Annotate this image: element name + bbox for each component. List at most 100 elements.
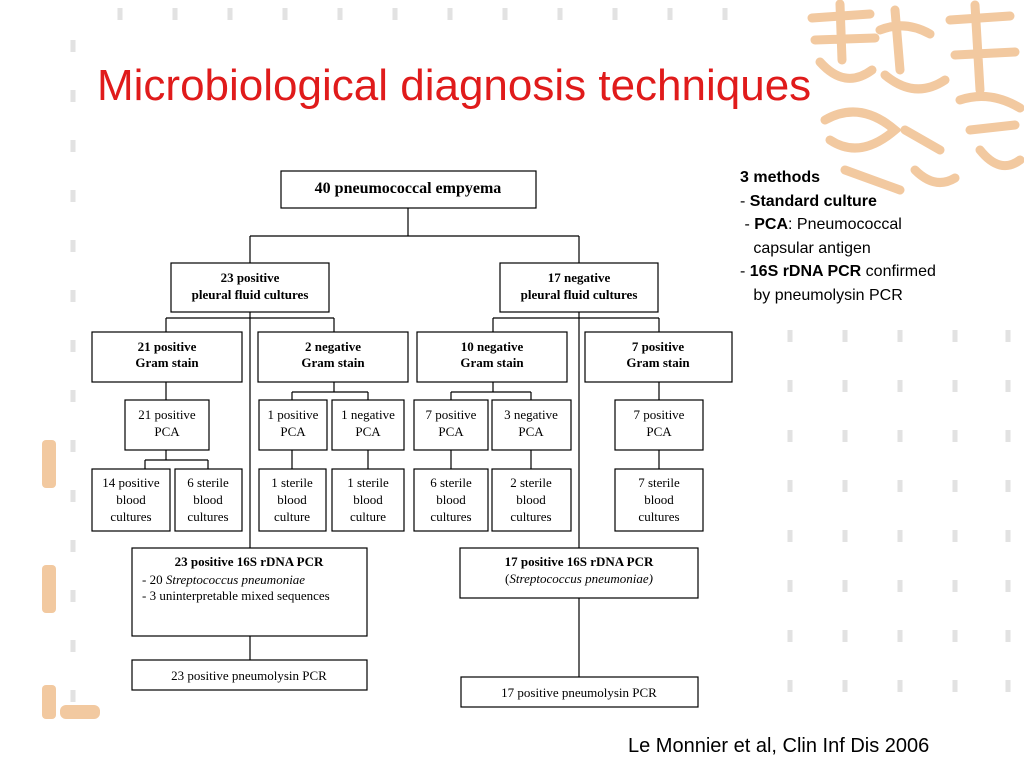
methods-item-prefix: - xyxy=(740,216,755,233)
methods-item-prefix xyxy=(740,240,753,257)
blood-1-sterile-b-line1: 1 sterile xyxy=(347,475,389,490)
seal-decoration-left xyxy=(42,440,100,719)
methods-item-bold: Standard culture xyxy=(749,192,877,210)
blood-6-sterile-a-line3: cultures xyxy=(187,509,228,524)
methods-item-bold: PCA xyxy=(754,216,788,233)
connector-lines xyxy=(144,208,660,677)
blood-6-sterile-b-line3: cultures xyxy=(430,509,471,524)
node-pca-1-positive: 1 positive PCA xyxy=(258,399,328,451)
node-pca-1-negative: 1 negative PCA xyxy=(331,399,405,451)
node-gram-21-positive: 21 positive Gram stain xyxy=(91,331,243,383)
pcr-left-title: 23 positive 16S rDNA PCR xyxy=(175,554,324,569)
blood-1-sterile-a-line3: culture xyxy=(274,509,310,524)
blood-6-sterile-b-line1: 6 sterile xyxy=(430,475,472,490)
blood-7-sterile-line2: blood xyxy=(644,492,674,507)
methods-note: 3 methods - Standard culture - PCA: Pneu… xyxy=(740,166,936,307)
node-pca-7-positive-a: 7 positive PCA xyxy=(413,399,489,451)
slide-title: Microbiological diagnosis techniques xyxy=(97,61,812,110)
pca-7-positive-b-line1: 7 positive xyxy=(634,407,685,422)
pcr-right-line1: (Streptococcus pneumoniae) xyxy=(505,571,653,586)
pneumolysin-right-label: 17 positive pneumolysin PCR xyxy=(501,685,657,700)
gram-2-negative-line1: 2 negative xyxy=(305,339,361,354)
node-gram-10-negative: 10 negative Gram stain xyxy=(416,331,568,383)
blood-7-sterile-line3: cultures xyxy=(638,509,679,524)
methods-item-rest: : Pneumococcal xyxy=(788,216,902,233)
positive-cultures-line2: pleural fluid cultures xyxy=(192,287,309,302)
node-blood-6-sterile-a: 6 sterile blood cultures xyxy=(174,468,243,532)
pca-1-positive-line2: PCA xyxy=(280,424,306,439)
methods-item-prefix xyxy=(740,287,753,304)
blood-2-sterile-line1: 2 sterile xyxy=(510,475,552,490)
blood-14-positive-line3: cultures xyxy=(110,509,151,524)
methods-item-pca: - PCA: Pneumococcal xyxy=(740,213,936,237)
gram-10-negative-line1: 10 negative xyxy=(461,339,524,354)
methods-item-standard-culture: - Standard culture xyxy=(740,190,936,214)
pca-1-positive-line1: 1 positive xyxy=(268,407,319,422)
pneumolysin-left-label: 23 positive pneumolysin PCR xyxy=(171,668,327,683)
blood-1-sterile-a-line2: blood xyxy=(277,492,307,507)
gram-21-positive-line1: 21 positive xyxy=(138,339,197,354)
blood-2-sterile-line3: cultures xyxy=(510,509,551,524)
pcr-left-line2: - 3 uninterpretable mixed sequences xyxy=(142,588,330,603)
negative-cultures-line1: 17 negative xyxy=(548,270,611,285)
node-pca-3-negative: 3 negative PCA xyxy=(491,399,572,451)
node-blood-1-sterile-b: 1 sterile blood culture xyxy=(331,468,405,532)
node-pca-21-positive: 21 positive PCA xyxy=(124,399,210,451)
positive-cultures-line1: 23 positive xyxy=(221,270,280,285)
gram-7-positive-line2: Gram stain xyxy=(626,355,690,370)
pcr-left-line1-prefix: - 20 xyxy=(142,572,166,587)
background-dash-pattern xyxy=(70,8,1011,702)
blood-14-positive-line1: 14 positive xyxy=(102,475,160,490)
gram-7-positive-line1: 7 positive xyxy=(632,339,685,354)
pcr-right-line1-open: ( xyxy=(505,571,509,586)
blood-1-sterile-a-line1: 1 sterile xyxy=(271,475,313,490)
methods-heading-text: 3 methods xyxy=(740,169,821,186)
methods-item-prefix: - xyxy=(740,263,750,280)
pca-7-positive-b-line2: PCA xyxy=(646,424,672,439)
node-pcr-left: 23 positive 16S rDNA PCR - 20 Streptococ… xyxy=(131,547,368,637)
blood-1-sterile-b-line3: culture xyxy=(350,509,386,524)
methods-item-16s-rdna-pcr: - 16S rDNA PCR confirmed xyxy=(740,260,936,284)
blood-6-sterile-a-line2: blood xyxy=(193,492,223,507)
methods-item-pca-continued: capsular antigen xyxy=(740,237,936,261)
pca-21-positive-line2: PCA xyxy=(154,424,180,439)
blood-6-sterile-a-line1: 6 sterile xyxy=(187,475,229,490)
node-pneumolysin-right: 17 positive pneumolysin PCR xyxy=(460,676,699,708)
gram-21-positive-line2: Gram stain xyxy=(135,355,199,370)
pca-1-negative-line2: PCA xyxy=(355,424,381,439)
pca-21-positive-line1: 21 positive xyxy=(138,407,196,422)
node-blood-14-positive: 14 positive blood cultures xyxy=(91,468,171,532)
gram-2-negative-line2: Gram stain xyxy=(301,355,365,370)
blood-2-sterile-line2: blood xyxy=(516,492,546,507)
pca-7-positive-a-line1: 7 positive xyxy=(426,407,477,422)
methods-item-rest: capsular antigen xyxy=(753,239,871,257)
methods-item-rest: by pneumolysin PCR xyxy=(753,286,903,304)
methods-item-rest: confirmed xyxy=(861,263,936,280)
pca-1-negative-line1: 1 negative xyxy=(341,407,395,422)
node-pneumolysin-left: 23 positive pneumolysin PCR xyxy=(131,659,368,691)
pcr-left-line1-species: Streptococcus pneumoniae xyxy=(166,572,305,587)
root-label: 40 pneumococcal empyema xyxy=(315,180,502,197)
blood-7-sterile-line1: 7 sterile xyxy=(638,475,680,490)
blood-1-sterile-b-line2: blood xyxy=(353,492,383,507)
pca-3-negative-line2: PCA xyxy=(518,424,544,439)
blood-6-sterile-b-line2: blood xyxy=(436,492,466,507)
blood-14-positive-line2: blood xyxy=(116,492,146,507)
pcr-right-title: 17 positive 16S rDNA PCR xyxy=(505,554,654,569)
pcr-left-line1: - 20 Streptococcus pneumoniae xyxy=(142,572,305,587)
calligraphy-decoration-top-right xyxy=(807,0,1024,195)
node-root: 40 pneumococcal empyema xyxy=(280,170,537,209)
pca-3-negative-line1: 3 negative xyxy=(504,407,558,422)
node-blood-6-sterile-b: 6 sterile blood cultures xyxy=(413,468,489,532)
methods-heading: 3 methods xyxy=(740,166,936,190)
node-negative-cultures: 17 negative pleural fluid cultures xyxy=(499,262,659,313)
node-gram-7-positive: 7 positive Gram stain xyxy=(584,331,733,383)
pcr-right-line1-species: Streptococcus pneumoniae) xyxy=(509,571,653,586)
methods-item-bold: 16S rDNA PCR xyxy=(749,263,862,280)
node-positive-cultures: 23 positive pleural fluid cultures xyxy=(170,262,330,313)
citation: Le Monnier et al, Clin Inf Dis 2006 xyxy=(628,735,930,757)
node-blood-2-sterile: 2 sterile blood cultures xyxy=(491,468,572,532)
methods-item-16s-continued: by pneumolysin PCR xyxy=(740,284,936,308)
node-blood-1-sterile-a: 1 sterile blood culture xyxy=(258,468,327,532)
